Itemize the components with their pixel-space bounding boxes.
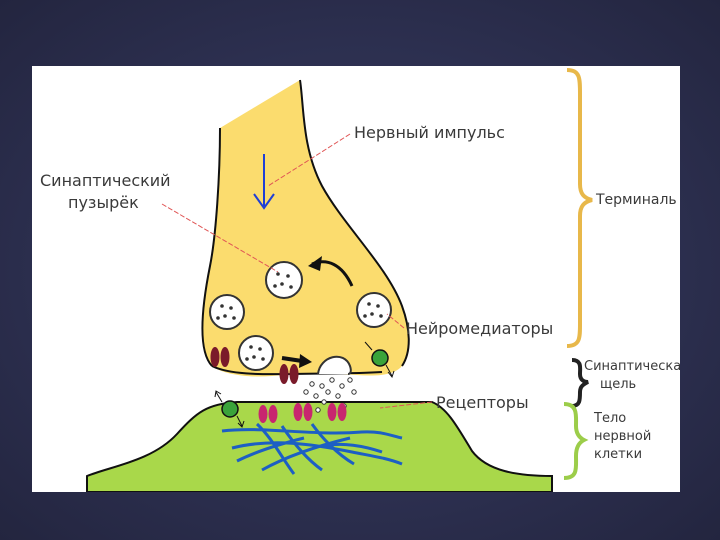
cell-body-bracket [563,402,589,480]
presynaptic-channel [210,347,230,367]
receptor [293,403,313,421]
label-terminal: Терминаль [595,192,677,208]
presynaptic-transporter [364,341,395,379]
synaptic-cleft-bracket [571,358,589,408]
vesicle-movement-arrow-icon [308,256,354,287]
label-cell-body-line3: клетки [594,447,642,462]
vesicle [356,292,392,328]
leader-lines [161,133,433,409]
label-nerve-impulse: Нервный импульс [354,123,505,142]
label-receptors: Рецепторы [436,393,529,412]
terminal-bracket [566,68,593,348]
vesicle [238,335,274,371]
diagram-panel: Нервный импульс Синаптический пузырёк Те… [32,66,680,492]
presynaptic-channel [279,364,299,384]
label-synaptic-cleft-line2: щель [600,377,636,392]
release-arrow-icon [281,354,312,368]
vesicle [209,294,245,330]
impulse-arrow-icon [253,154,275,210]
presynaptic-terminal [202,80,409,377]
label-synaptic-vesicle-line1: Синаптический [40,171,171,190]
label-cell-body-line2: нервной [594,429,651,444]
receptor [258,405,278,423]
synapse-diagram: Нервный импульс Синаптический пузырёк Те… [40,68,680,492]
label-neurotransmitters: Нейромедиаторы [406,319,553,338]
fusing-vesicle [317,355,352,375]
label-synaptic-cleft-line1: Синаптическая [584,359,680,374]
label-cell-body-line1: Тело [593,411,626,426]
cell-fibers [221,422,403,475]
terminal-outline [201,79,410,367]
postsynaptic-transporter [214,390,245,428]
label-synaptic-vesicle-line2: пузырёк [68,193,139,212]
vesicle [265,261,303,299]
receptor [327,403,347,421]
